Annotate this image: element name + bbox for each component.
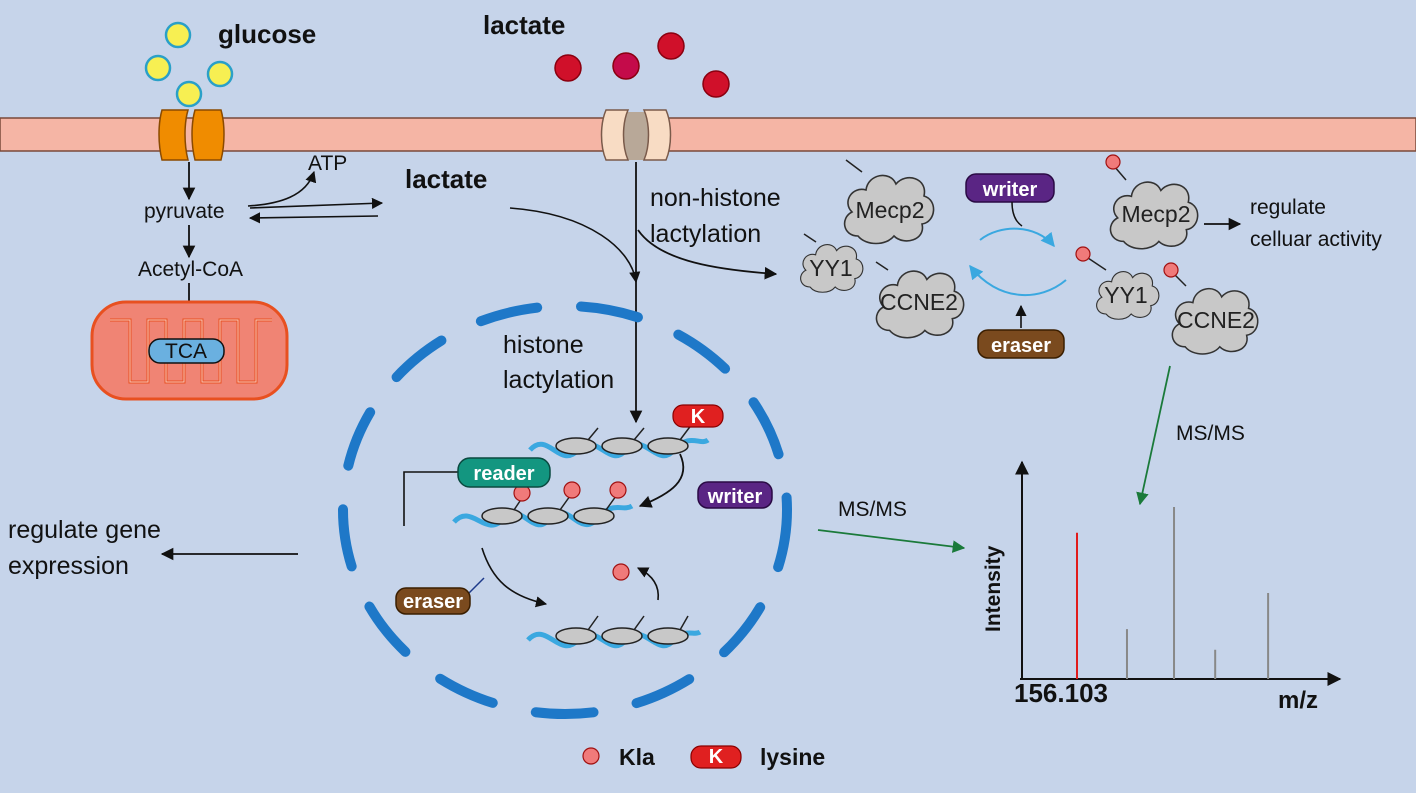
regulate-gene-label-2: expression xyxy=(8,552,129,580)
spectrum-highlight-mz: 156.103 xyxy=(1014,678,1108,708)
legend-kla-label: Kla xyxy=(619,744,655,770)
reader-badge xyxy=(457,457,551,488)
legend-lysine-badge-label: K xyxy=(709,746,724,768)
glucose-molecules xyxy=(144,21,234,108)
kla-yy1 xyxy=(1075,246,1091,262)
nucleosome-row-3 xyxy=(526,615,702,649)
regulate-cell-label-1: regulate xyxy=(1250,196,1326,219)
tca-label: TCA xyxy=(165,340,207,363)
eraser-cycle-label: eraser xyxy=(991,335,1051,357)
spectrum-x-label: m/z xyxy=(1278,687,1318,714)
nucleosome-row-2 xyxy=(452,481,634,528)
kla-released xyxy=(612,563,630,581)
spectrum-y-label: Intensity xyxy=(982,545,1005,632)
kla-ccne2 xyxy=(1163,262,1179,278)
ms-spectrum: Intensity m/z 156.103 xyxy=(982,460,1342,714)
legend: Kla K lysine xyxy=(582,744,825,770)
nucleus-envelope xyxy=(338,301,792,719)
eraser-nucleus-label: eraser xyxy=(403,591,463,613)
lysine-badge-nucleus xyxy=(672,404,724,428)
tca-box xyxy=(148,338,225,364)
yy1-left-label: YY1 xyxy=(809,255,852,281)
spectrum-peaks xyxy=(1076,507,1270,679)
cell-membrane xyxy=(0,117,1416,152)
yy1-right-label: YY1 xyxy=(1104,282,1147,308)
acetyl-coa-label: Acetyl-CoA xyxy=(138,258,243,281)
writer-cycle-label: writer xyxy=(982,179,1038,201)
regulate-cell-label-2: celluar activity xyxy=(1250,228,1382,251)
atp-label: ATP xyxy=(308,152,347,175)
writer-cycle-badge xyxy=(965,173,1055,203)
writer-nucleus-badge xyxy=(697,481,773,509)
regulate-gene-label-1: regulate gene xyxy=(8,516,161,544)
msms-right-label: MS/MS xyxy=(1176,422,1245,445)
non-histone-label-1: non-histone xyxy=(650,184,781,212)
lactate-inside-label: lactate xyxy=(405,164,487,194)
lactate-molecules xyxy=(554,32,730,98)
ccne2-left-label: CCNE2 xyxy=(880,289,958,315)
reader-label: reader xyxy=(473,463,534,485)
msms-left-label: MS/MS xyxy=(838,498,907,521)
non-histone-label-2: lactylation xyxy=(650,220,761,248)
legend-lysine-label: lysine xyxy=(760,744,825,770)
histone-label-2: lactylation xyxy=(503,366,614,394)
legend-kla-icon xyxy=(582,747,600,765)
lactate-transporter xyxy=(600,109,672,161)
eraser-nucleus-badge xyxy=(395,587,471,615)
pyruvate-label: pyruvate xyxy=(144,200,225,223)
histone-label-1: histone xyxy=(503,331,584,359)
glucose-transporter xyxy=(158,109,225,161)
nucleosome-row-1 xyxy=(528,423,710,459)
kla-mecp2 xyxy=(1105,154,1121,170)
mecp2-right-label: Mecp2 xyxy=(1121,201,1190,227)
legend-lysine-badge xyxy=(690,745,742,769)
lysine-badge-nucleus-label: K xyxy=(691,406,706,428)
glucose-label: glucose xyxy=(218,19,316,49)
eraser-cycle-badge xyxy=(977,329,1065,359)
mecp2-left-label: Mecp2 xyxy=(855,197,924,223)
ccne2-right-label: CCNE2 xyxy=(1177,307,1255,333)
lactate-outside-label: lactate xyxy=(483,10,565,40)
writer-nucleus-label: writer xyxy=(707,486,763,508)
